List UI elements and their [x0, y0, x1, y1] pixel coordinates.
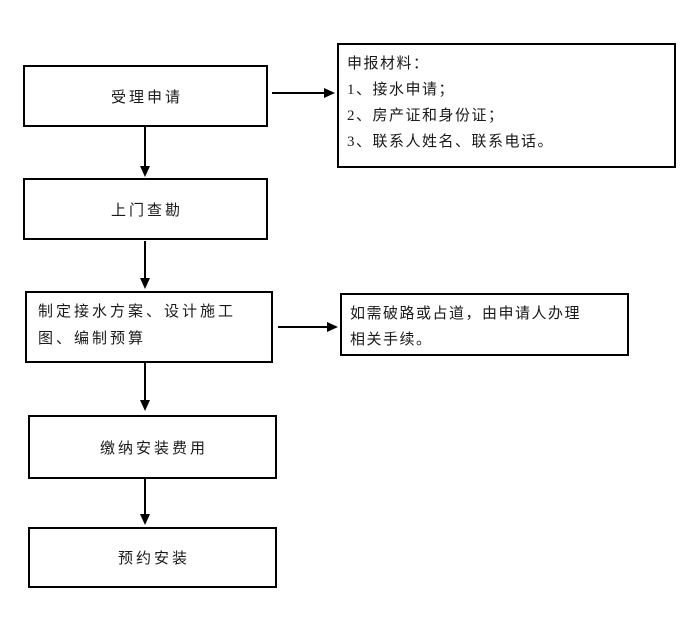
step-label-line: 图、编制预算 [38, 331, 147, 347]
step-label: 受理申请 [110, 89, 183, 106]
arrow-head-down-icon [140, 166, 150, 177]
arrow-head-down-icon [140, 514, 150, 525]
step-label: 缴纳安装费用 [99, 440, 208, 457]
arrow-head-right-icon [324, 88, 335, 98]
flow-step-accept-application: 受理申请 [23, 65, 268, 127]
step-label: 预约安装 [117, 551, 190, 567]
step-label: 上门查勘 [110, 202, 183, 219]
arrow-head-right-icon [327, 322, 338, 332]
arrow-line [272, 92, 325, 94]
note-application-materials: 申报材料： 1、接水申请； 2、房产证和身份证； 3、联系人姓名、联系电话。 [337, 43, 676, 168]
flow-step-pay-installation-fee: 缴纳安装费用 [28, 415, 277, 479]
note-line: 相关手续。 [350, 332, 433, 348]
flow-step-make-connection-plan: 制定接水方案、设计施工 图、编制预算 [25, 291, 273, 363]
arrow-line [144, 127, 146, 166]
note-line: 如需破路或占道，由申请人办理 [350, 306, 582, 322]
arrow-head-down-icon [140, 278, 150, 289]
note-line: 2、房产证和身份证； [347, 108, 505, 124]
note-line: 3、联系人姓名、联系电话。 [347, 134, 555, 150]
arrow-line [144, 241, 146, 279]
step-label-line: 制定接水方案、设计施工 [38, 304, 237, 320]
arrow-line [144, 479, 146, 515]
note-line: 1、接水申请； [347, 82, 456, 98]
note-road-occupation-procedures: 如需破路或占道，由申请人办理 相关手续。 [340, 293, 629, 356]
arrow-line [144, 363, 146, 401]
flow-step-book-installation: 预约安装 [28, 527, 277, 588]
note-line: 申报材料： [347, 56, 430, 72]
flow-step-onsite-survey: 上门查勘 [23, 178, 268, 240]
arrow-head-down-icon [140, 400, 150, 411]
arrow-line [278, 326, 328, 328]
